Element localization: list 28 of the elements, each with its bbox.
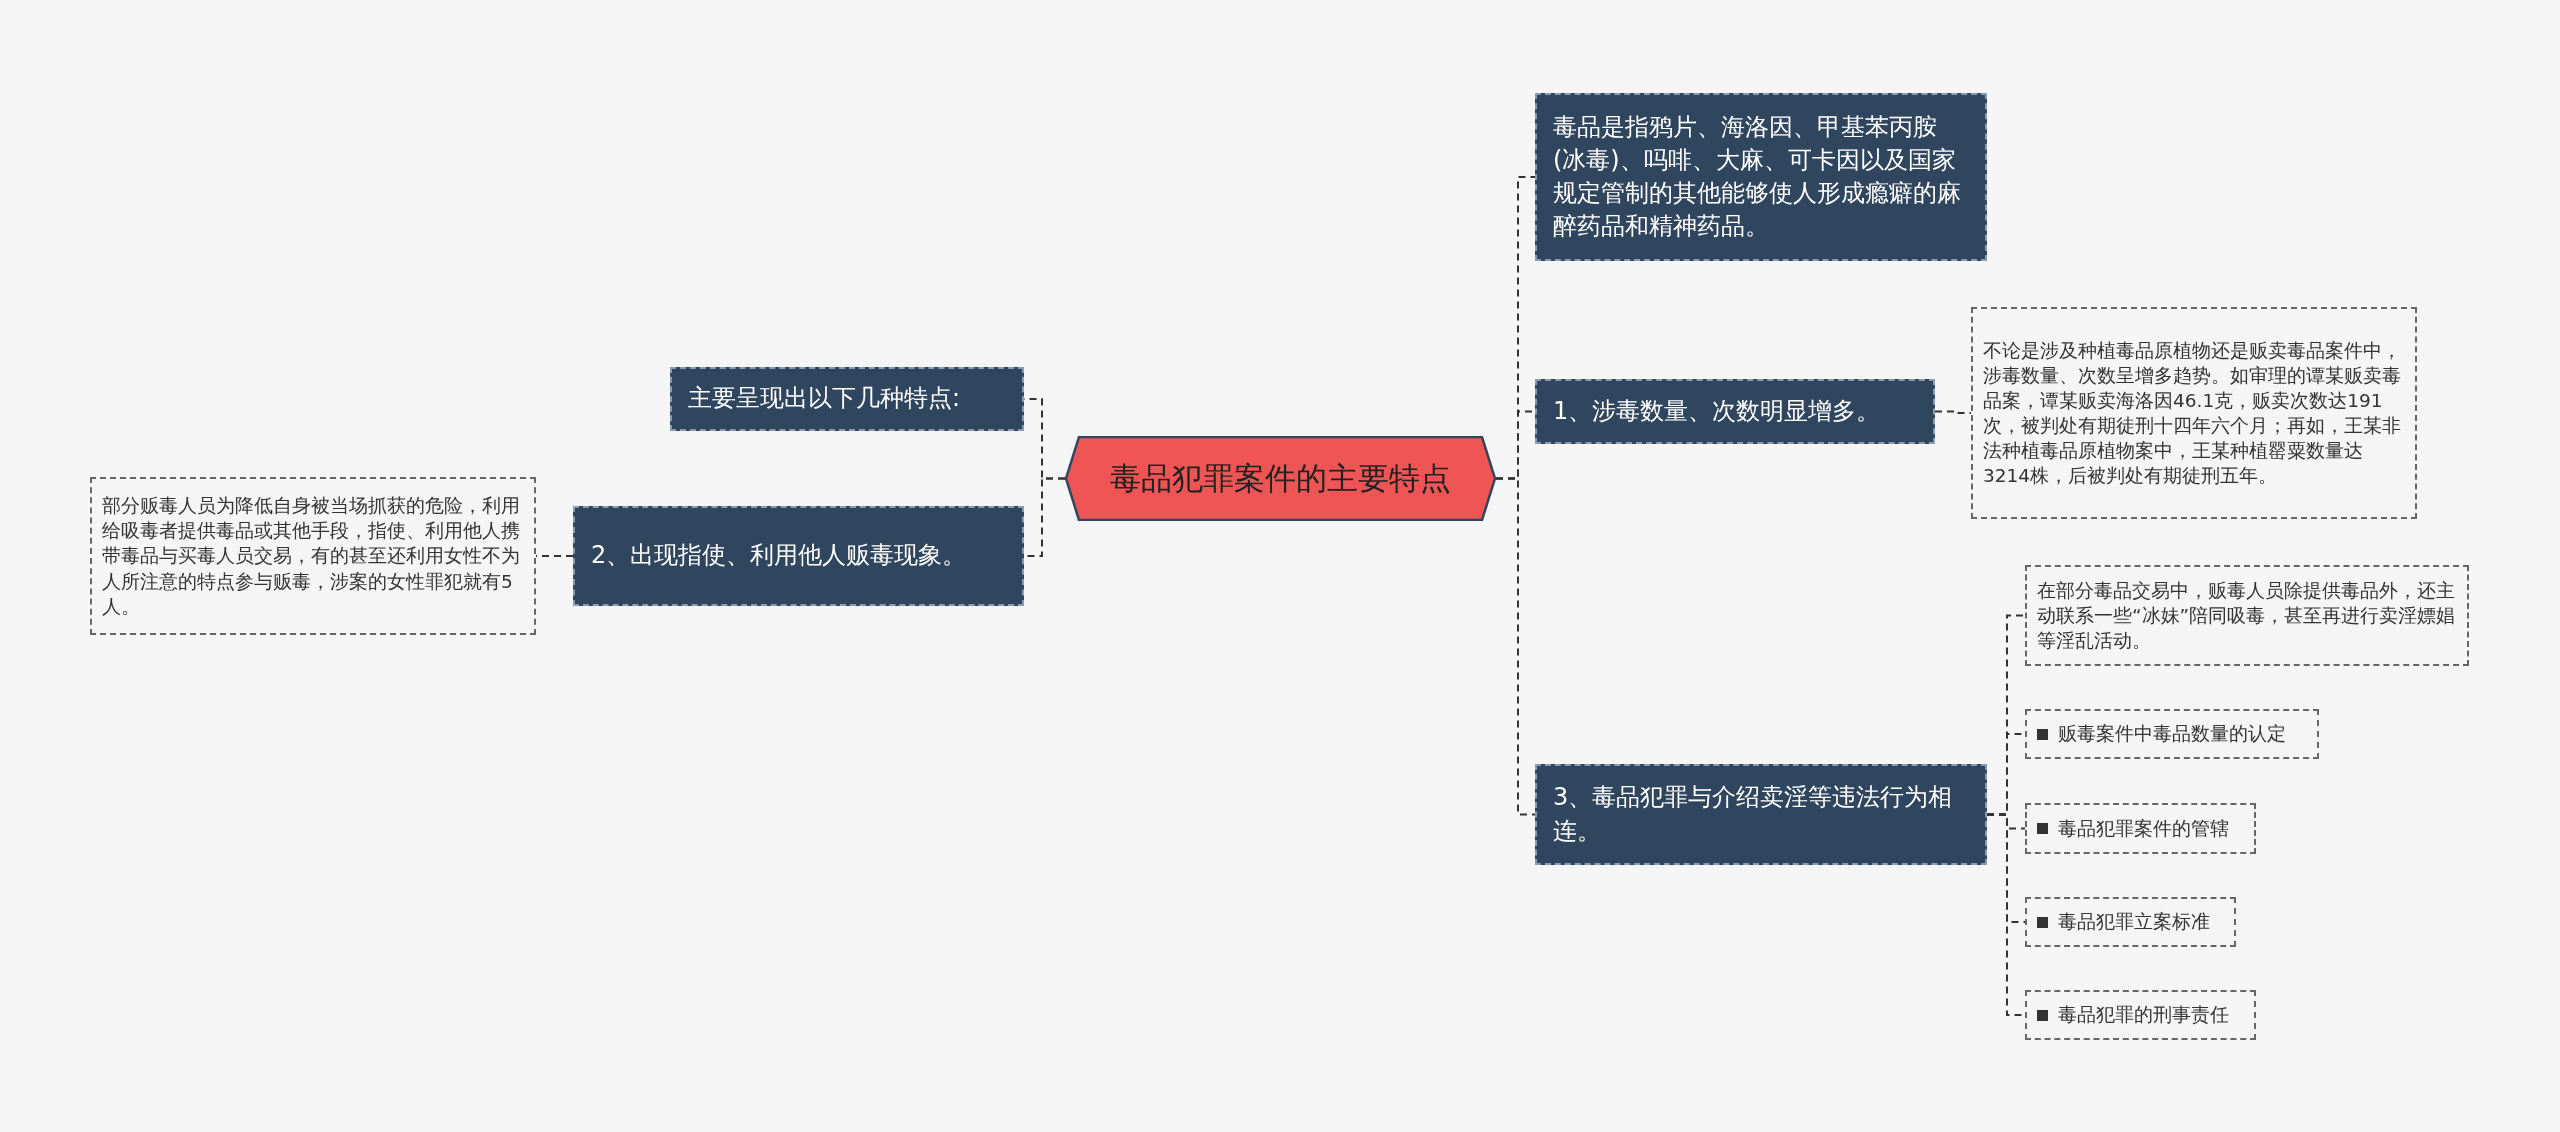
note-box: [2025, 990, 2256, 1040]
root-topic-hexagon: [1065, 436, 1496, 521]
topic-box: [1535, 379, 1935, 444]
topic-box: [573, 506, 1024, 606]
note-box: [2025, 803, 2256, 854]
topic-text: 毒品犯罪立案标准: [2058, 910, 2210, 935]
note-box: [1971, 307, 2417, 519]
note-box: [2025, 709, 2319, 759]
note-box: [2025, 565, 2469, 666]
connector-line: [1934, 410, 1972, 414]
topic-text: 不论是涉及种植毒品原植物还是贩卖毒品案件中，涉毒数量、次数呈增多趋势。如审理的谭某贩卖毒品案，谭某贩卖海洛因46.1克，贩卖次数达191次，被判处有期徒刑十四年六个月；再如，王某非法种植毒品原植物案中，王某种植罂粟数量达3214株，后被判处有期徒刑五年。: [1983, 338, 2402, 489]
connector-line: [1495, 477, 1536, 816]
topic-text: 毒品是指鸦片、海洛因、甲基苯丙胺(冰毒)、吗啡、大麻、可卡因以及国家规定管制的其他能够使人形成瘾癖的麻醉药品和精神药品。: [1553, 111, 1962, 243]
topic-text: 部分贩毒人员为降低自身被当场抓获的危险，利用给吸毒者提供毒品或其他手段，指使、利用他人携带毒品与买毒人员交易，有的甚至还利用女性不为人所注意的特点参与贩毒，涉案的女性罪犯就有5人。: [102, 494, 521, 619]
topic-text: 1、涉毒数量、次数明显增多。: [1553, 395, 1881, 427]
topic-text: 主要呈现出以下几种特点:: [688, 383, 961, 415]
note-box: [2025, 897, 2236, 947]
note-box: [90, 477, 536, 635]
topic-box: [670, 367, 1024, 431]
topic-box: [1535, 93, 1987, 261]
topic-text: 2、出现指使、利用他人贩毒现象。: [591, 540, 967, 572]
topic-text: 在部分毒品交易中，贩毒人员除提供毒品外，还主动联系一些“冰妹”陪同吸毒，甚至再进行卖淫嫖娼等淫乱活动。: [2037, 578, 2457, 654]
topic-box: [1535, 764, 1987, 865]
title-text: 毒品犯罪案件的主要特点: [1110, 458, 1451, 498]
topic-text: 毒品犯罪的刑事责任: [2058, 1003, 2229, 1028]
topic-text: 贩毒案件中毒品数量的认定: [2058, 722, 2286, 747]
topic-text: 毒品犯罪案件的管辖: [2058, 816, 2229, 841]
topic-text: 3、毒品犯罪与介绍卖淫等违法行为相连。: [1553, 782, 1954, 847]
